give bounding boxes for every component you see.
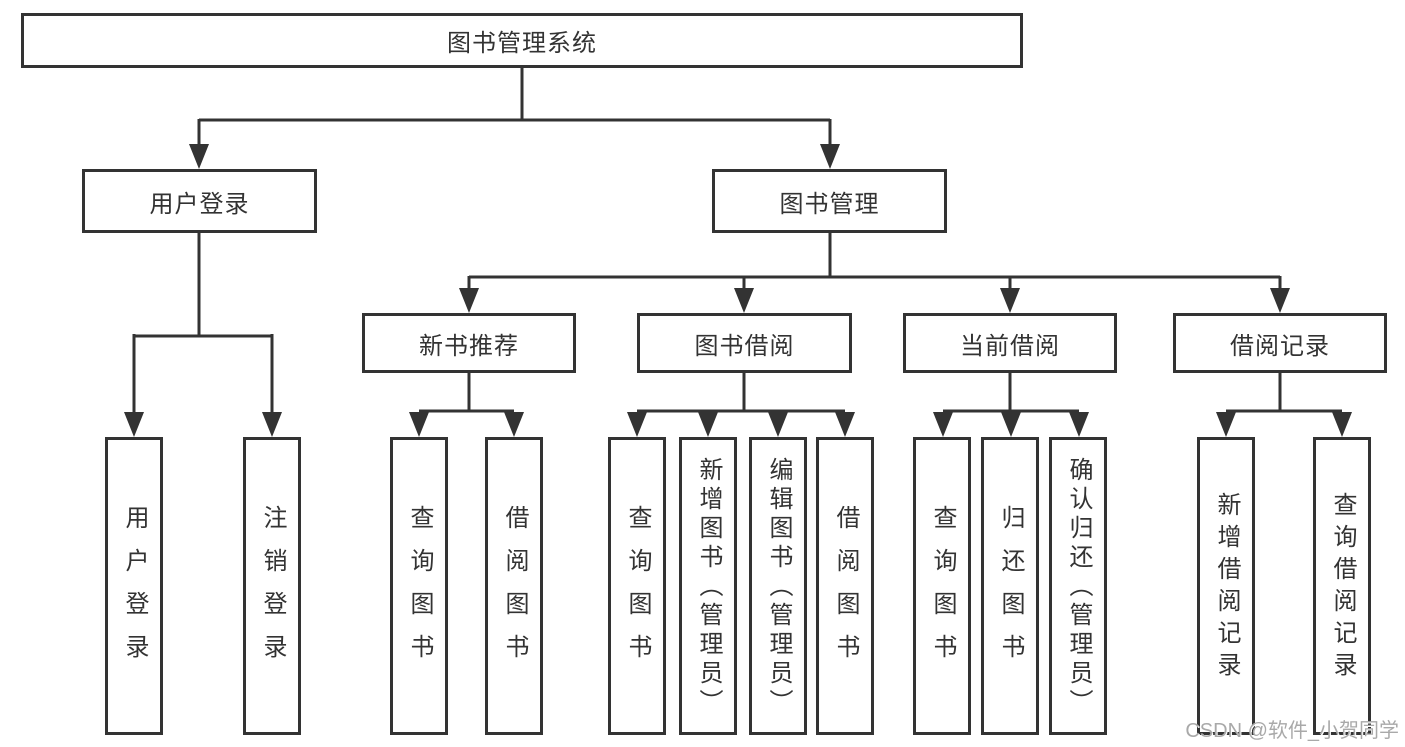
node-current-borrow: 当前借阅 (903, 313, 1117, 373)
node-leaf-add-borrow-record: 新增借阅记录 (1197, 437, 1255, 735)
node-label: 查询图书 (929, 505, 956, 677)
node-label: 新增借阅记录 (1213, 492, 1240, 684)
node-label: 归还图书 (997, 505, 1024, 677)
node-borrow-records: 借阅记录 (1173, 313, 1387, 373)
node-leaf-return-books: 归还图书 (981, 437, 1039, 735)
node-label: 注销登录 (259, 505, 286, 677)
node-label: 图书管理系统 (447, 30, 597, 57)
node-label: 查询图书 (624, 505, 651, 677)
node-label: 查询借阅记录 (1329, 492, 1356, 684)
node-new-book-recommend: 新书推荐 (362, 313, 576, 373)
node-leaf-query-books-borrow: 查询图书 (608, 437, 666, 735)
node-label: 当前借阅 (960, 332, 1060, 360)
node-leaf-borrow-books-recommend: 借阅图书 (485, 437, 543, 735)
node-label: 新增图书（管理员） (695, 457, 722, 718)
watermark: CSDN @软件_小贺同学 (1185, 720, 1399, 742)
node-leaf-confirm-return-admin: 确认归还（管理员） (1049, 437, 1107, 735)
node-leaf-borrow-books: 借阅图书 (816, 437, 874, 735)
node-leaf-add-books-admin: 新增图书（管理员） (679, 437, 737, 735)
node-label: 图书借阅 (694, 332, 795, 360)
node-leaf-query-borrow-record: 查询借阅记录 (1313, 437, 1371, 735)
node-label: 借阅图书 (501, 505, 528, 677)
node-label: 借阅图书 (832, 505, 859, 677)
node-leaf-edit-books-admin: 编辑图书（管理员） (749, 437, 807, 735)
node-book-borrow: 图书借阅 (637, 313, 852, 373)
node-label: 图书管理 (779, 190, 880, 218)
node-label: 确认归还（管理员） (1065, 457, 1092, 718)
node-label: 用户登录 (149, 190, 250, 218)
node-user-login-branch: 用户登录 (82, 169, 317, 233)
node-leaf-user-login: 用户登录 (105, 437, 163, 735)
node-leaf-query-books-recommend: 查询图书 (390, 437, 448, 735)
node-label: 新书推荐 (419, 332, 519, 360)
node-leaf-logout: 注销登录 (243, 437, 301, 735)
node-label: 借阅记录 (1230, 332, 1330, 360)
node-label: 查询图书 (406, 505, 433, 677)
node-book-management-branch: 图书管理 (712, 169, 947, 233)
node-leaf-query-books-current: 查询图书 (913, 437, 971, 735)
node-label: 用户登录 (121, 505, 148, 677)
node-root-system: 图书管理系统 (21, 13, 1023, 68)
node-label: 编辑图书（管理员） (765, 457, 792, 718)
